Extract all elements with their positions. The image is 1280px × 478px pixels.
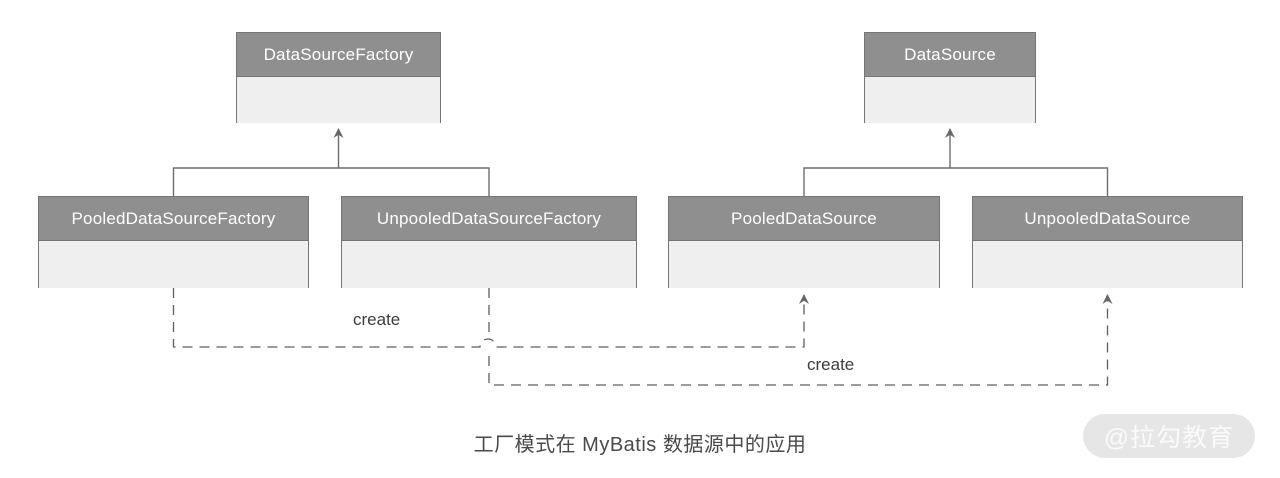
class-node-title: UnpooledDataSource	[973, 197, 1242, 241]
class-node-body	[237, 77, 440, 123]
class-node-pooleddatasourcefactory: PooledDataSourceFactory	[38, 196, 309, 288]
diagram-caption: 工厂模式在 MyBatis 数据源中的应用	[473, 434, 807, 456]
class-node-body	[973, 241, 1242, 288]
inheritance-connector-datasources	[803, 167, 1109, 196]
class-node-datasource: DataSource	[864, 32, 1036, 123]
create-edge-label-unpooled: create	[807, 355, 855, 374]
class-node-body	[865, 77, 1035, 123]
watermark-badge: @拉勾教育	[1083, 414, 1255, 458]
class-node-body	[39, 241, 308, 288]
class-node-unpooleddatasourcefactory: UnpooledDataSourceFactory	[341, 196, 637, 288]
class-node-title: PooledDataSource	[669, 197, 939, 241]
class-node-body	[669, 241, 939, 288]
class-node-title: DataSource	[865, 33, 1035, 77]
inheritance-connector-factories	[172, 167, 490, 196]
create-edge-label-pooled: create	[353, 310, 401, 329]
class-node-title: UnpooledDataSourceFactory	[342, 197, 636, 241]
class-node-title: PooledDataSourceFactory	[39, 197, 308, 241]
create-edge-pooled	[172, 288, 809, 348]
class-node-datasourcefactory: DataSourceFactory	[236, 32, 441, 123]
class-node-body	[342, 241, 636, 288]
class-node-unpooleddatasource: UnpooledDataSource	[972, 196, 1243, 288]
class-node-pooleddatasource: PooledDataSource	[668, 196, 940, 288]
class-node-title: DataSourceFactory	[237, 33, 440, 77]
create-edge-unpooled	[488, 294, 1113, 386]
